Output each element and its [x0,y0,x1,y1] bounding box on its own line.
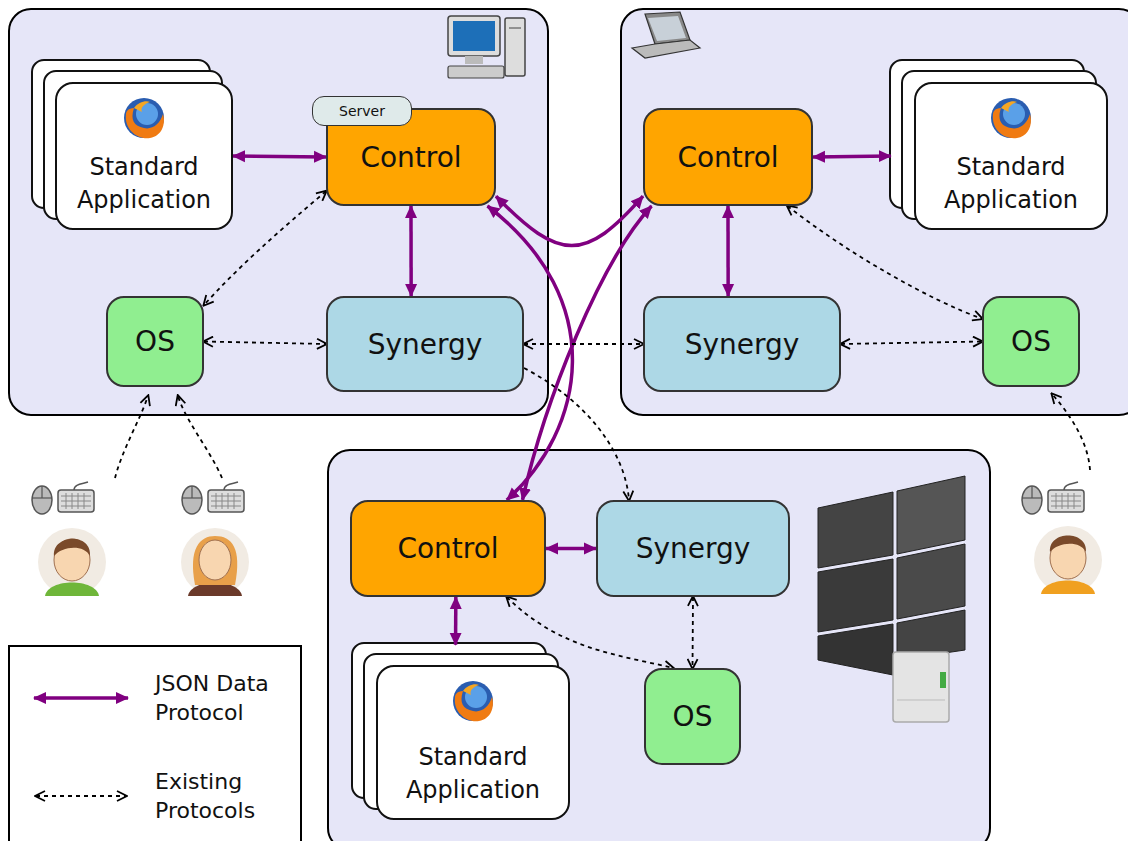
os-box: OS [644,668,741,765]
user-figure [32,482,1102,596]
node-label: Standard Application [922,151,1100,216]
node-label: Standard Application [384,741,562,806]
firefox-icon [987,94,1035,142]
node-label: Control [397,532,498,565]
user-input-arrow [115,394,1090,478]
existing-protocol-link [841,342,982,345]
node-label: Control [677,141,778,174]
node-label: Synergy [685,328,800,361]
json-protocol-link [813,156,891,157]
node-label: Synergy [368,328,483,361]
json-protocol-link [546,547,596,551]
os-box: OS [106,296,204,387]
node-label: OS [135,325,175,358]
application-box: Standard Application [914,82,1108,230]
synergy-box: Synergy [643,296,841,392]
firefox-icon [120,94,168,142]
node-label: Synergy [636,532,751,565]
json-protocol-link [409,206,413,296]
existing-protocol-link [692,597,694,668]
display-wall [818,476,965,675]
node-label: OS [673,700,713,733]
json-protocol-link [496,196,643,245]
existing-protocol-link [204,342,326,345]
node-label: OS [1011,325,1051,358]
node-label: Standard Application [63,151,225,216]
machine-panel [621,9,1128,415]
node-label: Control [360,141,461,174]
legend-frame [9,646,301,841]
control-box: Control [643,108,813,206]
legend-sample-line [34,696,128,700]
control-box: Control [350,500,546,597]
json-protocol-link [233,156,326,157]
application-box: Standard Application [376,665,570,820]
json-protocol-link [454,597,458,645]
server-tag: Server [312,96,412,126]
os-box: OS [982,296,1080,387]
synergy-box: Synergy [596,500,790,597]
legend-text: JSON Data Protocol [155,670,295,727]
legend-sample-line [36,795,126,797]
desktop-icon [448,16,525,78]
json-protocol-link [522,206,651,500]
existing-protocol-link [507,597,673,668]
machine-panel [328,450,990,841]
existing-protocol-link [524,343,643,345]
machine-panel [9,9,548,415]
legend-text: Existing Protocols [155,768,295,825]
laptop-icon [632,12,700,58]
existing-protocol-link [524,368,629,500]
server-icon [893,652,949,722]
synergy-box: Synergy [326,296,524,392]
application-box: Standard Application [55,82,233,230]
node-label: Server [339,103,385,119]
firefox-icon [449,677,497,725]
json-protocol-link [726,206,730,296]
